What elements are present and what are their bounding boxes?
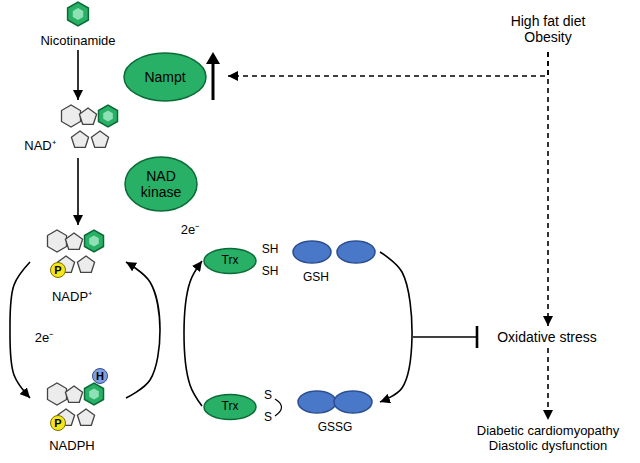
reaction-arrow	[10, 262, 30, 398]
group-label: SH	[258, 243, 282, 257]
dashed-arrow	[228, 52, 548, 76]
ring-highlight	[89, 389, 99, 400]
inhibition-line	[413, 336, 477, 338]
node-label: NAD kinase	[131, 168, 191, 200]
ellipse-shape	[293, 241, 331, 263]
node-label: NADP⁺	[42, 290, 102, 305]
node-label: NAD⁺	[20, 139, 60, 154]
ring	[79, 108, 96, 124]
node-label: Diabetic cardiomyopathy Diastolic dysfun…	[466, 424, 631, 454]
electron-label: 2e⁻	[33, 331, 55, 345]
node-label: NADPH	[42, 439, 102, 454]
cofactor-molecule: NADPH	[30, 368, 126, 456]
molecule-icon	[62, 105, 118, 147]
outcome-label: Diabetic cardiomyopathy Diastolic dysfun…	[466, 420, 631, 458]
group-label: S	[258, 411, 278, 425]
reaction-arrow	[380, 252, 412, 402]
node-label: High fat diet Obesity	[498, 13, 598, 45]
increase-arrowhead	[206, 52, 220, 64]
ring	[71, 131, 88, 147]
cofactor-molecule: NAD⁺	[22, 100, 122, 158]
dashed-arrow	[547, 52, 549, 326]
ring-highlight	[73, 8, 83, 20]
node-label: Oxidative stress	[482, 329, 612, 345]
group-label: S	[258, 389, 278, 403]
precursor-molecule: Nicotinamide	[33, 0, 123, 50]
electron-label: 2e⁻	[179, 223, 201, 237]
nicotinamide-ring	[85, 383, 104, 405]
nicotinamide-ring	[85, 230, 104, 252]
node-label: Trx	[210, 254, 250, 268]
ring	[48, 383, 67, 405]
condition-label: High fat diet Obesity	[490, 6, 606, 52]
reaction-arrow	[77, 158, 79, 225]
reaction-arrow	[184, 261, 202, 406]
node-label: Nicotinamide	[28, 34, 128, 49]
node-label: Trx	[210, 400, 250, 414]
phosphate-circle: P	[50, 262, 66, 278]
ring	[91, 131, 108, 147]
node-label: Nampt	[125, 69, 205, 85]
ring	[48, 230, 67, 252]
ring	[77, 409, 94, 425]
node-label: GSH	[294, 271, 338, 285]
condition-label: Oxidative stress	[482, 326, 612, 348]
phosphate-circle: P	[50, 415, 66, 431]
reaction-arrow	[77, 50, 79, 100]
glutathione-pair: GSH	[292, 238, 380, 288]
hydrogen-circle: H	[92, 368, 108, 384]
ellipse-shape	[124, 53, 206, 101]
glutathione-pair: GSSG	[292, 388, 380, 438]
dashed-arrow	[547, 348, 549, 420]
ring	[65, 233, 82, 249]
enzyme-ellipse: Nampt	[123, 50, 228, 104]
nicotinamide-ring	[99, 105, 118, 127]
ring-highlight	[89, 236, 99, 247]
ellipse-shape	[204, 249, 256, 274]
ring	[77, 256, 94, 272]
ellipse-shape	[337, 241, 375, 263]
protein-ellipse: TrxSS	[202, 386, 284, 428]
reaction-arrow	[126, 262, 160, 398]
increase-arrow	[212, 62, 215, 100]
ellipse-shape	[334, 391, 372, 413]
inhibition-bar	[476, 326, 479, 348]
disulfide-bond	[275, 399, 282, 416]
protein-ellipse: TrxSHSH	[202, 240, 284, 282]
cofactor-molecule: NADP⁺	[30, 225, 126, 307]
ellipse-shape	[298, 391, 336, 413]
ring-highlight	[103, 111, 113, 122]
nicotinamide-ring	[68, 2, 89, 26]
ellipse-shape	[125, 157, 197, 211]
ellipse-shape	[204, 395, 256, 420]
enzyme-ellipse: NAD kinase	[124, 156, 198, 212]
ring	[62, 105, 81, 127]
node-label: GSSG	[310, 421, 360, 435]
ring	[65, 386, 82, 402]
group-label: SH	[258, 265, 282, 279]
